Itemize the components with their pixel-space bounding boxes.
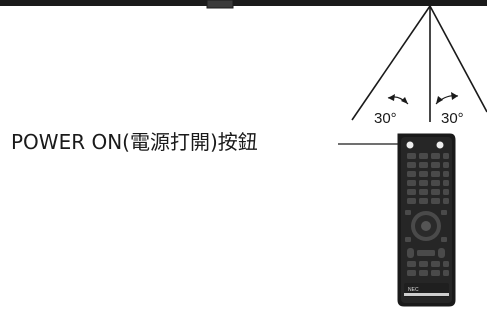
cone-right-line bbox=[429, 5, 487, 113]
remote-control: NEC bbox=[397, 133, 456, 307]
reception-cone bbox=[351, 5, 487, 122]
cone-left-line bbox=[351, 5, 431, 121]
power-on-button bbox=[406, 141, 414, 149]
angle-label-left: 30° bbox=[374, 110, 397, 127]
keypad-upper bbox=[407, 153, 449, 204]
keypad-lower bbox=[407, 248, 449, 276]
power-on-callout-label: POWER ON(電源打開)按鈕 bbox=[11, 130, 258, 154]
remote-brand: NEC bbox=[408, 287, 419, 293]
angle-arc-right bbox=[435, 92, 459, 105]
display-bottom-edge bbox=[0, 0, 487, 9]
navigation-pad bbox=[405, 210, 447, 242]
standby-button bbox=[436, 141, 444, 149]
angle-label-right: 30° bbox=[441, 110, 464, 127]
angle-arc-left bbox=[387, 94, 409, 105]
